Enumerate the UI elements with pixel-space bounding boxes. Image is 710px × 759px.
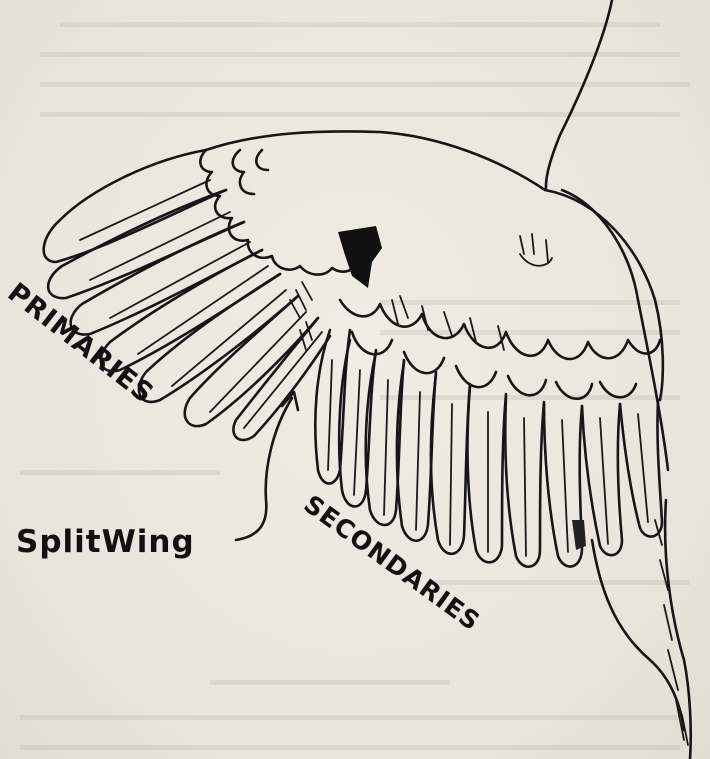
neck-outline: [546, 0, 612, 190]
split-wing-arrow: [236, 398, 292, 540]
primary-feathers: [44, 150, 330, 440]
greater-covert-scallops: [340, 300, 660, 359]
secondaries-label: SECONDARIES: [298, 489, 485, 636]
upper-covert-scallops: [233, 150, 268, 194]
breast-feather-hatch: [655, 520, 688, 745]
median-covert-scallops: [352, 332, 636, 399]
primary-feather: [101, 250, 280, 371]
secondary-feather: [582, 404, 622, 555]
split-wing-label: SplitWing: [16, 524, 195, 560]
wing-covert-outline: [206, 131, 663, 400]
secondary-feather: [315, 330, 350, 484]
primaries-label: PRIMARIES: [2, 277, 160, 410]
secondary-shaft-lines: [328, 360, 648, 556]
secondary-feather: [468, 386, 506, 562]
secondary-shading: [572, 520, 586, 550]
secondary-feather: [620, 400, 662, 537]
primary-feather: [44, 150, 226, 262]
shaded-feather-patch: [338, 226, 382, 288]
